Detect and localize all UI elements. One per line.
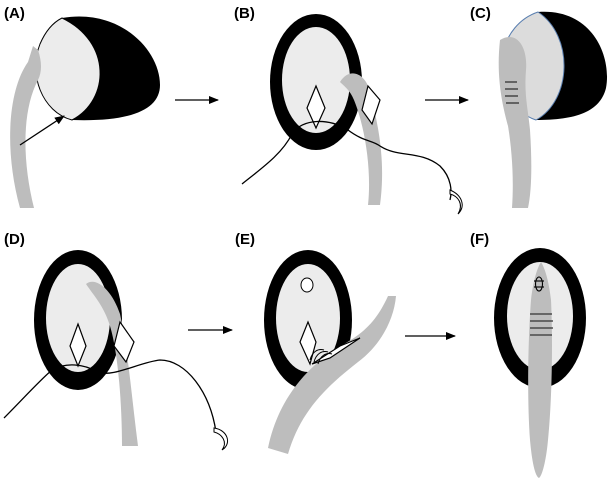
crescent-c: [536, 11, 608, 121]
panel-c: (C): [470, 5, 608, 208]
panel-label-f: (F): [470, 231, 489, 248]
hole-marker-e: [300, 277, 314, 293]
sutures-f: [530, 313, 553, 336]
diamond-left-b: [306, 84, 326, 130]
panel-b: (B): [234, 5, 463, 215]
pointer-arrow-a: [19, 115, 65, 146]
graft-strip-f: [528, 262, 552, 478]
diamond-right-e: [311, 337, 361, 365]
diamond-right-b: [361, 84, 381, 126]
graft-strip-a: [10, 46, 41, 208]
suture-b: [241, 120, 452, 201]
panel-label-e: (E): [235, 231, 255, 248]
panel-a: (A): [4, 5, 160, 208]
panel-label-c: (C): [470, 5, 491, 22]
inner-disc-e: [276, 264, 340, 372]
panel-e: (E): [235, 231, 396, 454]
diamond-left-d: [69, 322, 87, 368]
needle-b: [449, 189, 463, 215]
graft-strip-d: [86, 281, 138, 446]
suture-loops-e: [309, 349, 333, 365]
suture-d: [3, 359, 217, 433]
panel-label-a: (A): [4, 5, 25, 22]
graft-strip-e: [268, 296, 396, 454]
panel-label-d: (D): [4, 231, 25, 248]
half-disc-a: [35, 17, 101, 121]
crescent-a: [62, 16, 160, 121]
graft-strip-c: [498, 36, 532, 208]
top-stitch-f: [534, 276, 544, 292]
panel-d: (D): [3, 231, 229, 451]
panel-label-b: (B): [234, 5, 255, 22]
needle-d: [213, 427, 229, 451]
sutures-c: [505, 81, 519, 104]
inner-disc-b: [282, 27, 350, 133]
diamond-left-e: [299, 320, 317, 366]
diamond-right-d: [113, 320, 135, 364]
panel-f: (F): [470, 231, 586, 478]
